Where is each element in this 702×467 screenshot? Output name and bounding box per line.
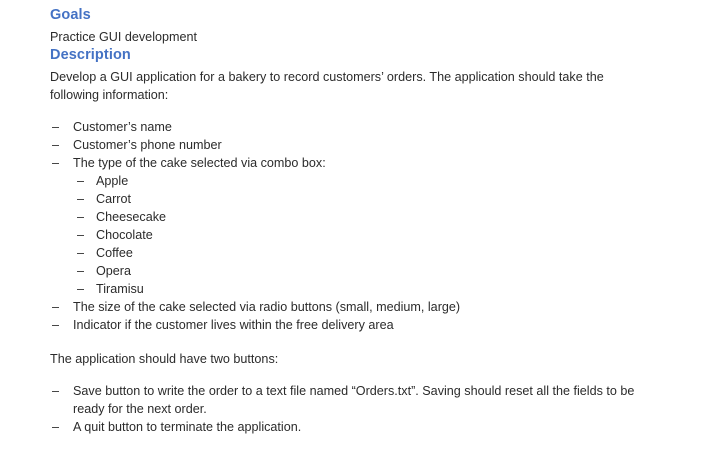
list-item: – Indicator if the customer lives within…	[52, 316, 637, 334]
description-heading: Description	[50, 47, 131, 63]
list-item-label: Coffee	[96, 246, 133, 260]
buttons-list: – Save button to write the order to a te…	[50, 382, 637, 436]
dash-bullet-icon: –	[77, 210, 85, 224]
dash-bullet-icon: –	[52, 300, 60, 314]
list-item: – Chocolate	[77, 226, 637, 244]
cake-types-list: – Apple – Carrot – Cheesecake – Chocolat…	[50, 172, 637, 298]
dash-bullet-icon: –	[77, 192, 85, 206]
dash-bullet-icon: –	[52, 420, 60, 434]
list-item-label: A quit button to terminate the applicati…	[73, 420, 302, 434]
list-item-label: Tiramisu	[96, 282, 144, 296]
list-item-label: Cheesecake	[96, 210, 167, 224]
list-item-label: Chocolate	[96, 228, 153, 242]
list-item: – Opera	[77, 262, 637, 280]
goals-heading: Goals	[50, 7, 91, 23]
list-item: – The type of the cake selected via comb…	[52, 154, 637, 172]
list-item-label: Customer’s name	[73, 120, 172, 134]
list-item: – A quit button to terminate the applica…	[52, 418, 637, 436]
list-item: – Customer’s name	[52, 118, 637, 136]
list-item-label: Apple	[96, 174, 129, 188]
dash-bullet-icon: –	[52, 120, 60, 134]
dash-bullet-icon: –	[77, 282, 85, 296]
description-intro-paragraph: Develop a GUI application for a bakery t…	[50, 70, 604, 102]
dash-bullet-icon: –	[52, 156, 60, 170]
list-item: – Apple	[77, 172, 637, 190]
goals-paragraph: Practice GUI development	[50, 30, 197, 44]
dash-bullet-icon: –	[77, 174, 85, 188]
list-item: – Save button to write the order to a te…	[52, 382, 637, 418]
list-item-label: Indicator if the customer lives within t…	[73, 318, 394, 332]
dash-bullet-icon: –	[52, 384, 60, 398]
list-item: – The size of the cake selected via radi…	[52, 298, 637, 316]
list-item-label: Customer’s phone number	[73, 138, 222, 152]
list-item: – Cheesecake	[77, 208, 637, 226]
list-item: – Coffee	[77, 244, 637, 262]
dash-bullet-icon: –	[77, 264, 85, 278]
dash-bullet-icon: –	[77, 246, 85, 260]
list-item-label: The type of the cake selected via combo …	[73, 156, 326, 170]
list-item-label: Opera	[96, 264, 132, 278]
buttons-intro-paragraph: The application should have two buttons:	[50, 352, 279, 366]
list-item-label: The size of the cake selected via radio …	[73, 300, 461, 314]
list-item: – Tiramisu	[77, 280, 637, 298]
list-item-label: Save button to write the order to a text…	[73, 384, 635, 416]
list-item: – Carrot	[77, 190, 637, 208]
dash-bullet-icon: –	[52, 138, 60, 152]
requirements-list: – Customer’s name – Customer’s phone num…	[50, 118, 637, 334]
list-item-label: Carrot	[96, 192, 131, 206]
dash-bullet-icon: –	[52, 318, 60, 332]
dash-bullet-icon: –	[77, 228, 85, 242]
list-item: – Customer’s phone number	[52, 136, 637, 154]
